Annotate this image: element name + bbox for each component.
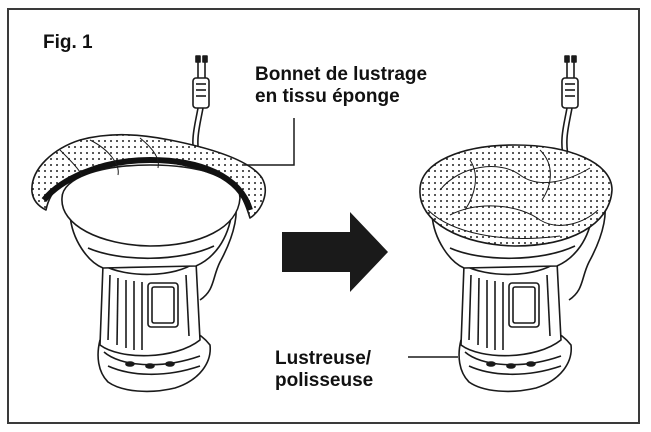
left-pad	[61, 164, 241, 247]
left-polisher	[31, 55, 266, 393]
polisher-callout-line1: Lustreuse/	[275, 348, 372, 369]
bonnet-callout-line1: Bonnet de lustrage	[255, 64, 428, 85]
polisher-callout-line2: polisseuse	[275, 369, 374, 391]
bonnet-leader-line	[244, 118, 295, 166]
left-bonnet	[31, 133, 266, 219]
right-motor-body	[460, 261, 562, 357]
direction-arrow	[282, 212, 388, 292]
left-motor-body	[99, 261, 201, 357]
right-covered-pad	[419, 144, 613, 247]
bonnet-callout-line2: en tissu éponge	[255, 85, 400, 107]
polisher-callout: Lustreuse/ polisseuse	[275, 348, 373, 392]
bonnet-callout: Bonnet de lustrage en tissu éponge	[255, 64, 427, 108]
right-polisher	[419, 55, 613, 393]
figure-number: Fig. 1	[43, 32, 93, 53]
